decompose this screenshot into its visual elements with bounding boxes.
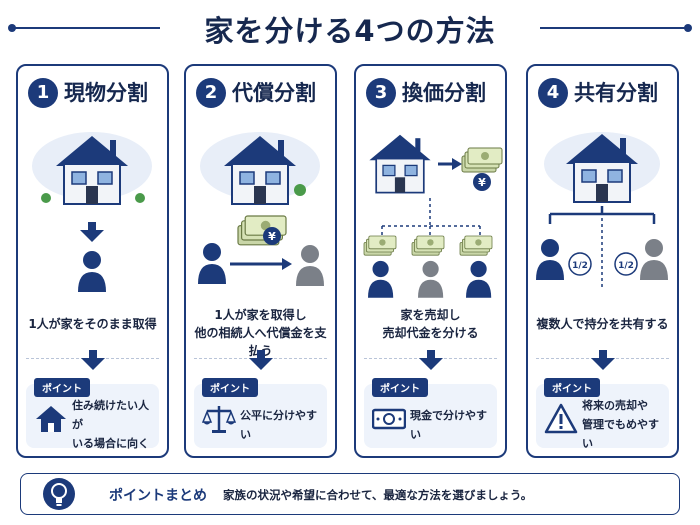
- lightbulb-icon: [43, 478, 75, 510]
- illustration-kyoyu: 1/2 1/2: [536, 132, 668, 288]
- card-title: 換価分割: [402, 81, 486, 105]
- arrow-down-icon: [249, 350, 273, 370]
- card-description: 1人が家を取得し 他の相続人へ代償金を支払う: [194, 308, 327, 358]
- arrow-down-icon: [591, 350, 615, 370]
- card-description: 家を売却し 売却代金を分ける: [382, 308, 479, 340]
- title-row: 家を分ける4つの方法: [0, 4, 700, 50]
- scale-icon: [202, 406, 236, 433]
- warning-icon: [544, 403, 578, 434]
- point-text: 公平に分けやすい: [240, 409, 317, 441]
- share-fraction: 1/2: [572, 261, 588, 271]
- point-badge: ポイント: [34, 378, 90, 397]
- illustration-kanka: ¥: [363, 133, 503, 298]
- illustration-daisho: ¥: [198, 132, 324, 286]
- card-title: 共有分割: [574, 81, 658, 105]
- card-daisho-bunkatsu: 2 代償分割 ¥ 1人が家を取得し 他の相続人へ代償金を支払う ポイント 公平に…: [184, 64, 337, 458]
- card-description: 複数人で持分を共有する: [536, 317, 669, 331]
- arrow-down-icon: [81, 350, 105, 370]
- card-title: 現物分割: [64, 81, 148, 105]
- point-badge: ポイント: [372, 378, 428, 397]
- number-badge: 1: [28, 78, 58, 108]
- summary-bar: ポイントまとめ 家族の状況や希望に合わせて、最適な方法を選びましょう。: [20, 473, 680, 515]
- card-description: 1人が家をそのまま取得: [28, 317, 157, 331]
- point-badge: ポイント: [202, 378, 258, 397]
- house-icon: [36, 406, 66, 432]
- card-kanka-bunkatsu: 3 換価分割 ¥ 家を売却し 売却代金を分ける ポイント: [354, 64, 507, 458]
- card-title: 代償分割: [232, 81, 316, 105]
- number-badge: 3: [366, 78, 396, 108]
- point-box: ポイント 公平に分けやすい: [194, 378, 327, 448]
- card-header: 1 現物分割: [18, 76, 167, 112]
- point-box: ポイント 住み続けたい人が いる場合に向く: [26, 378, 159, 450]
- point-text: 住み続けたい人が いる場合に向く: [72, 399, 149, 450]
- yen-mark: ¥: [268, 230, 276, 243]
- card-header: 3 換価分割: [356, 76, 505, 112]
- title-divider-left: [8, 24, 160, 32]
- page-title: 家を分ける4つの方法: [204, 14, 496, 48]
- card-header: 4 共有分割: [528, 76, 677, 112]
- title-divider-right: [540, 24, 692, 32]
- point-text: 将来の売却や 管理でもめやすい: [582, 399, 659, 450]
- summary-label: ポイントまとめ: [109, 488, 207, 504]
- point-box: ポイント 将来の売却や 管理でもめやすい: [536, 378, 669, 450]
- card-kyoyu-bunkatsu: 4 共有分割 1/2 1/2 複数人で持分を共有する ポイント 将来の売却や 管…: [526, 64, 679, 458]
- point-box: ポイント 現金で分けやすい: [364, 378, 497, 448]
- svg-text:¥: ¥: [478, 176, 486, 189]
- point-text: 現金で分けやすい: [410, 409, 487, 441]
- point-badge: ポイント: [544, 378, 600, 397]
- svg-text:1/2: 1/2: [618, 261, 634, 271]
- card-header: 2 代償分割: [186, 76, 335, 112]
- number-badge: 2: [196, 78, 226, 108]
- summary-text: 家族の状況や希望に合わせて、最適な方法を選びましょう。: [223, 488, 533, 502]
- illustration-genbutsu: [32, 132, 152, 292]
- arrow-down-icon: [419, 350, 443, 370]
- cash-icon: [372, 408, 406, 430]
- card-genbutsu-bunkatsu: 1 現物分割 1人が家をそのまま取得 ポイント 住み続けたい人が いる場合に向く: [16, 64, 169, 458]
- number-badge: 4: [538, 78, 568, 108]
